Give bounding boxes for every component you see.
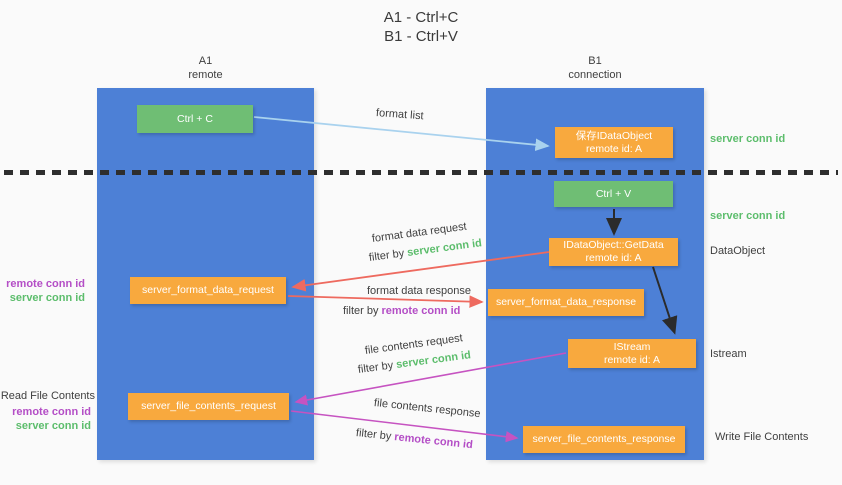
file-contents-request-arrow: [294, 352, 567, 406]
label-filter-by-remote-conn-id-1: filter by remote conn id: [343, 305, 460, 317]
node-save-idataobject: 保存IDataObject remote id: A: [555, 127, 673, 158]
node-istream-line2: remote id: A: [603, 353, 661, 366]
format-data-response-arrow: [287, 295, 484, 308]
label-format-data-response: format data response: [367, 285, 471, 297]
lane-a1-name: A1: [198, 55, 213, 67]
node-format-response-label: server_format_data_response: [495, 296, 637, 308]
format-data-request-arrow: [291, 251, 550, 292]
label-remote-conn-id-1: remote conn id: [6, 278, 85, 290]
getdata-to-istream-arrow: [652, 266, 678, 335]
node-istream-line1: IStream: [613, 340, 651, 353]
lane-b1-name: B1: [588, 55, 602, 67]
label-server-conn-id-top: server conn id: [710, 133, 786, 145]
node-ctrl-v: Ctrl + V: [554, 181, 673, 207]
node-file-response-label: server_file_contents_response: [532, 433, 676, 445]
node-save-idataobject-line2: remote id: A: [585, 142, 643, 155]
node-idataobject-getdata: IDataObject::GetData remote id: A: [549, 238, 678, 266]
node-getdata-line1: IDataObject::GetData: [563, 239, 664, 251]
filter-by-text: filter by: [343, 305, 382, 317]
format-list-arrow: [253, 116, 550, 152]
node-server-file-contents-response: server_file_contents_response: [523, 426, 685, 453]
node-server-format-data-request: server_format_data_request: [130, 277, 286, 304]
lane-b1-role: connection: [568, 69, 622, 81]
label-server-conn-id-mid: server conn id: [710, 210, 786, 222]
node-format-request-label: server_format_data_request: [142, 284, 274, 296]
label-remote-conn-id-2: remote conn id: [12, 406, 91, 418]
file-contents-response-arrow: [290, 410, 519, 443]
node-server-file-contents-request: server_file_contents_request: [128, 393, 289, 420]
title-line-1: A1 - Ctrl+C: [383, 9, 459, 26]
lane-a1-role: remote: [188, 69, 223, 81]
label-istream: Istream: [710, 348, 747, 360]
phase-divider-dotted-line: [4, 170, 838, 175]
label-server-conn-id-2: server conn id: [15, 420, 91, 432]
remote-conn-id-text: remote conn id: [381, 305, 461, 317]
node-ctrl-c-label: Ctrl + C: [177, 112, 213, 125]
diagram-title: A1 - Ctrl+C B1 - Ctrl+V: [0, 8, 842, 46]
lane-header-b1: B1 connection: [486, 54, 704, 82]
label-server-conn-id-1: server conn id: [9, 292, 85, 304]
label-read-file-contents: Read File Contents: [0, 390, 95, 402]
node-ctrl-v-label: Ctrl + V: [595, 187, 632, 200]
label-dataobject: DataObject: [710, 245, 766, 257]
node-file-request-label: server_file_contents_request: [141, 400, 276, 412]
node-getdata-line2: remote id: A: [585, 252, 642, 264]
label-write-file-contents: Write File Contents: [715, 431, 809, 443]
node-server-format-data-response: server_format_data_response: [488, 289, 644, 316]
node-ctrl-c: Ctrl + C: [137, 105, 253, 133]
lane-header-a1: A1 remote: [97, 54, 314, 82]
title-line-2: B1 - Ctrl+V: [384, 28, 458, 45]
node-save-idataobject-line1: 保存IDataObject: [575, 129, 653, 142]
node-istream: IStream remote id: A: [568, 339, 696, 368]
